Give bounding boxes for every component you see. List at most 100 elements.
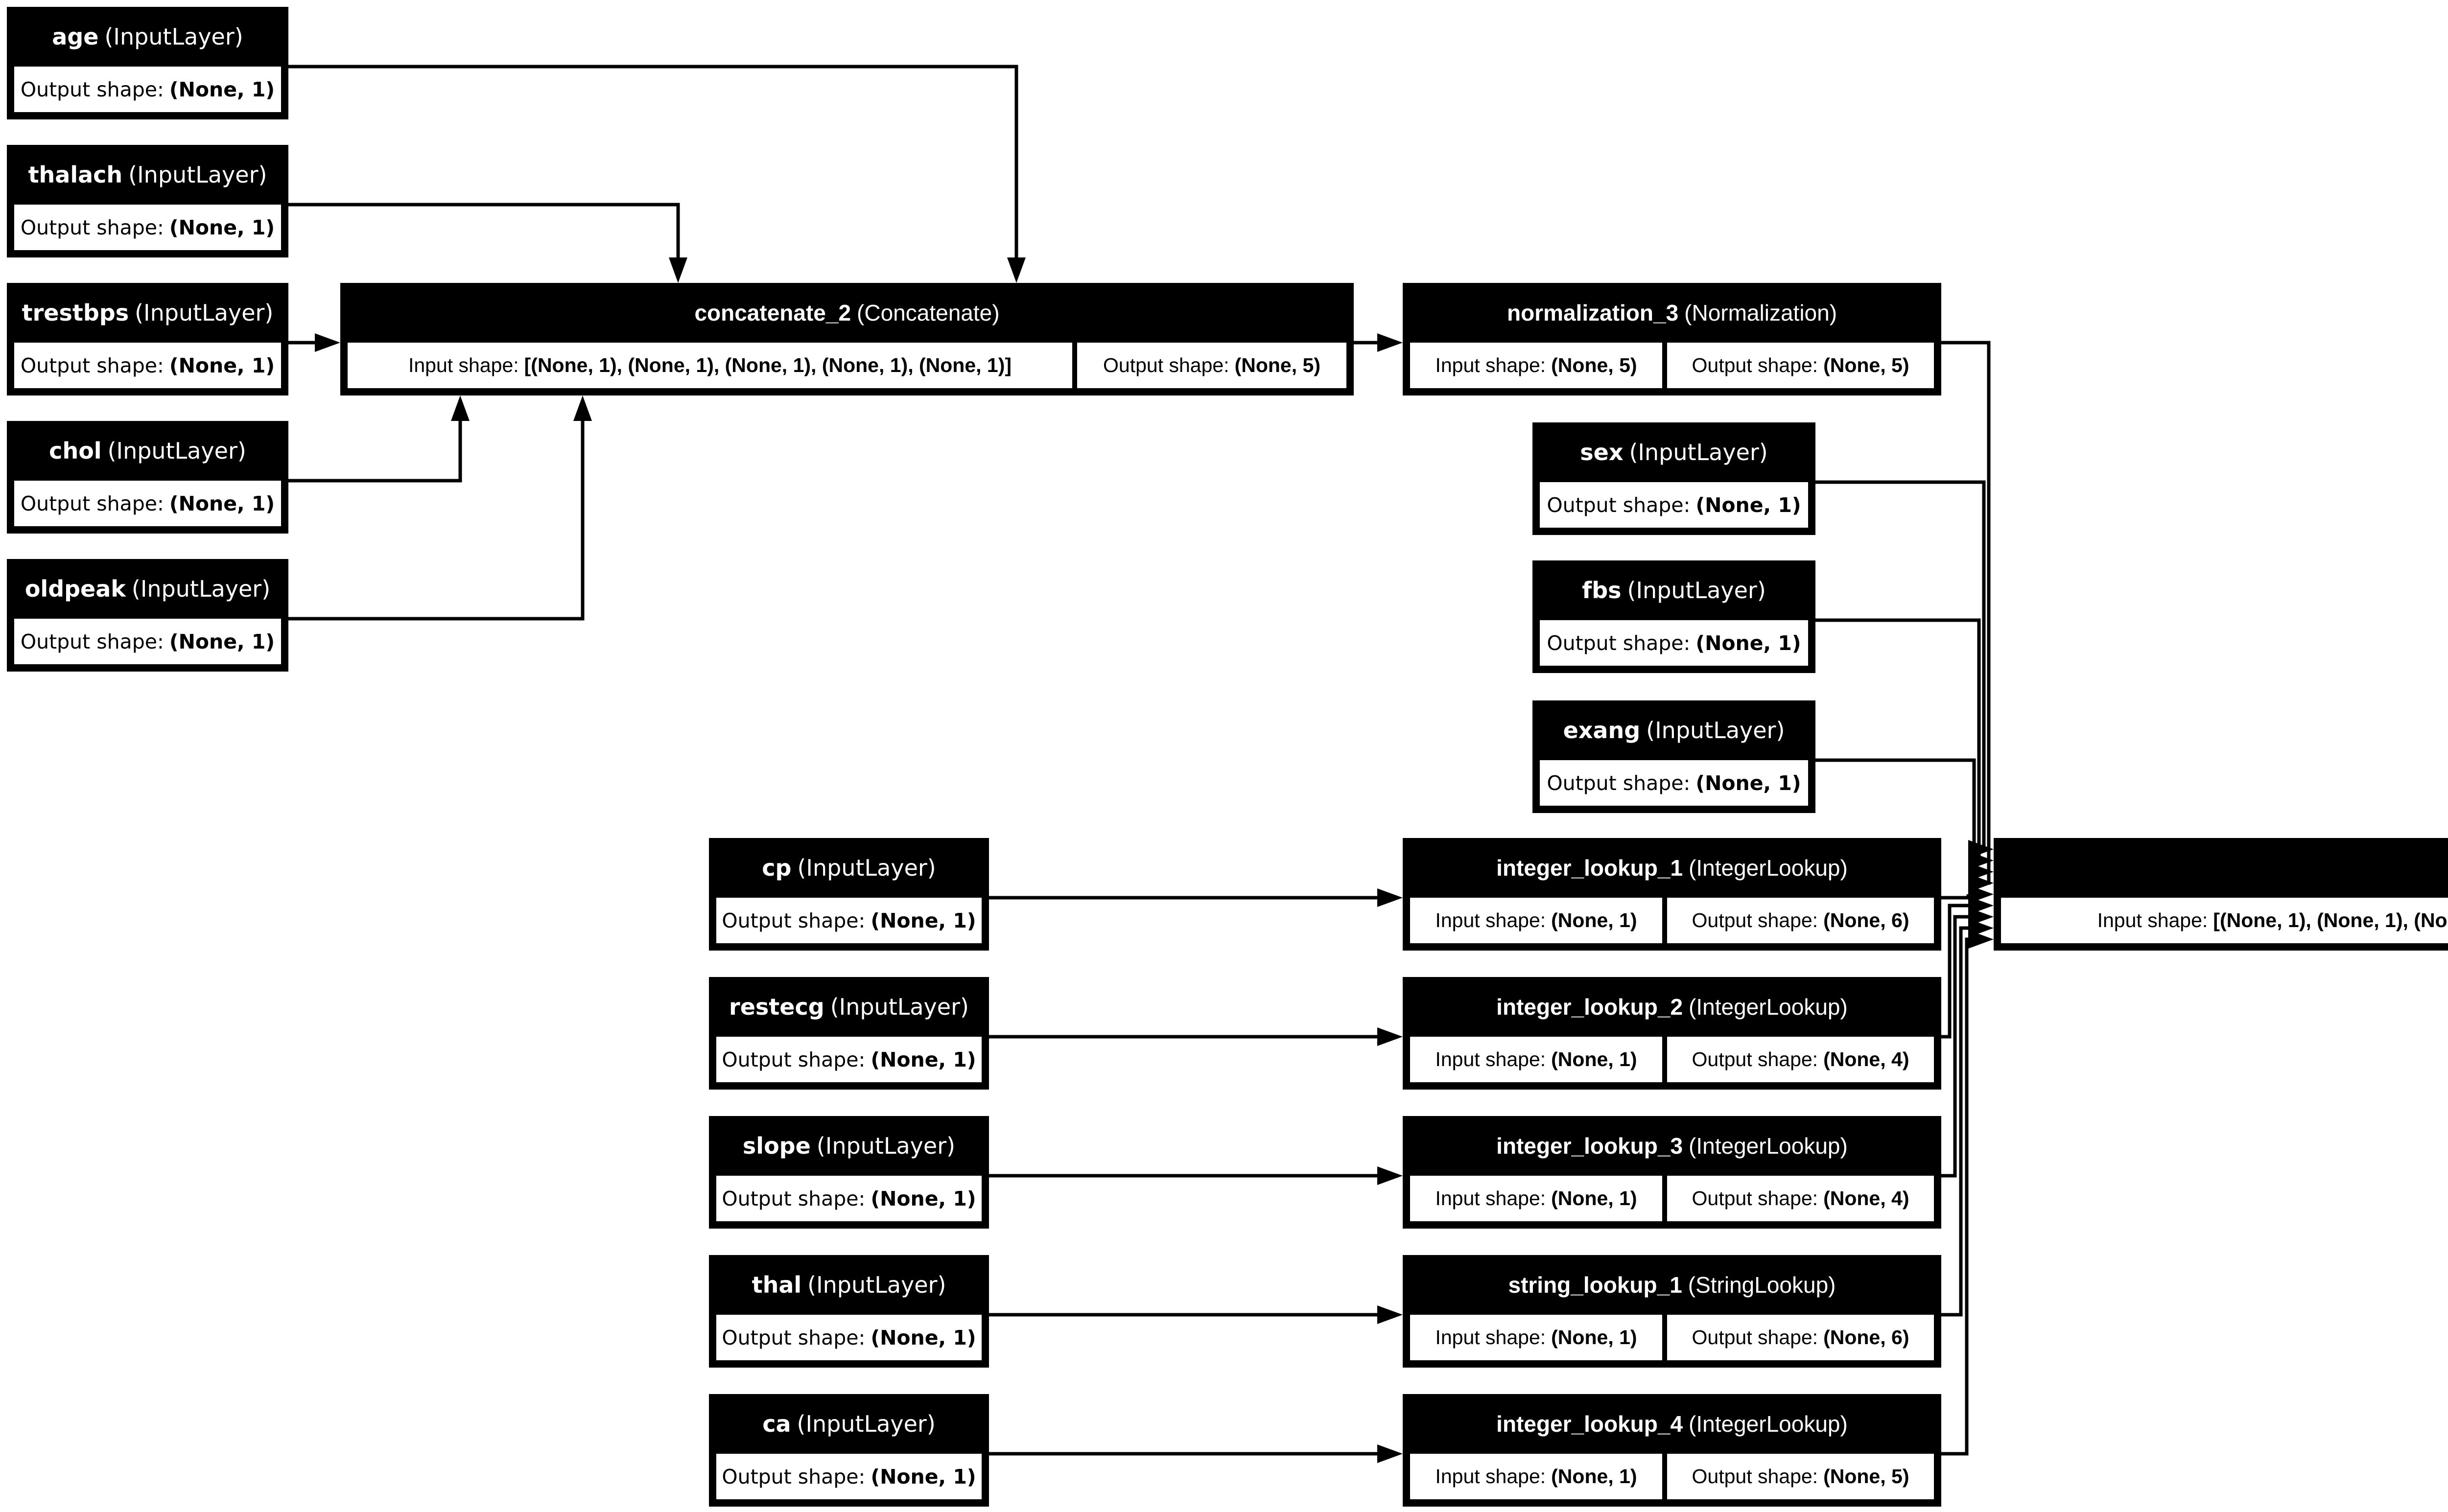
edge-sex-to-concatenate_3: [1815, 480, 1986, 851]
shape-label: Input shape:: [1435, 909, 1546, 931]
shape-label: Output shape:: [1547, 631, 1691, 655]
layer-name: restecg: [729, 994, 824, 1020]
shape-cell: Output shape:(None, 1): [716, 1454, 982, 1499]
edge-string_lookup_1-to-concatenate_3: [1941, 926, 1968, 1317]
shape-cell: Input shape:(None, 1): [1410, 1315, 1662, 1360]
layer-title: integer_lookup_4(IntegerLookup): [1403, 1394, 1941, 1454]
layer-type: (InputLayer): [1646, 717, 1785, 744]
edge-age-to-concatenate_2: [288, 65, 1018, 257]
shape-value: (None, 4): [1823, 1048, 1909, 1070]
layer-name: exang: [1563, 717, 1641, 744]
layer-title: normalization_3(Normalization): [1403, 283, 1941, 343]
shape-cell: Output shape:(None, 1): [1540, 760, 1808, 806]
layer-name: chol: [49, 438, 102, 464]
layer-node-concatenate_2: concatenate_2(Concatenate)Input shape:[(…: [340, 283, 1354, 395]
shape-cell: Output shape:(None, 5): [1077, 343, 1346, 388]
layer-title: concatenate_2(Concatenate): [340, 283, 1354, 343]
shape-cell: Output shape:(None, 5): [1667, 1454, 1934, 1499]
shape-cell: Input shape:(None, 1): [1410, 1176, 1662, 1221]
shape-label: Output shape:: [20, 77, 164, 101]
layer-node-oldpeak: oldpeak(InputLayer)Output shape:(None, 1…: [7, 559, 288, 672]
arrowhead-slope-to-integer_lookup_3: [1377, 1166, 1403, 1185]
layer-type: (InputLayer): [131, 576, 271, 602]
layer-type: (IntegerLookup): [1689, 994, 1848, 1020]
shape-label: Output shape:: [722, 1186, 866, 1210]
layer-type: (InputLayer): [135, 300, 274, 326]
shape-cell: Output shape:(None, 4): [1667, 1037, 1934, 1082]
shape-value: (None, 1): [169, 353, 275, 377]
layer-node-fbs: fbs(InputLayer)Output shape:(None, 1): [1532, 560, 1815, 673]
layer-name: integer_lookup_2: [1496, 994, 1683, 1020]
layer-title: exang(InputLayer): [1532, 700, 1815, 760]
shape-value: (None, 6): [1823, 909, 1909, 931]
layer-type: (StringLookup): [1688, 1272, 1836, 1298]
arrowhead-oldpeak-to-concatenate_2: [573, 395, 592, 421]
shape-cell: Input shape:[(None, 1), (None, 1), (None…: [348, 343, 1072, 388]
layer-type: (InputLayer): [1627, 577, 1766, 604]
shape-cell: Input shape:(None, 1): [1410, 898, 1662, 943]
layer-type: (Concatenate): [857, 300, 1000, 326]
shape-cell: Output shape:(None, 1): [716, 1176, 982, 1221]
layer-name: trestbps: [22, 300, 129, 326]
shape-label: Output shape:: [1547, 771, 1691, 795]
layer-title: slope(InputLayer): [709, 1116, 989, 1176]
layer-name: integer_lookup_1: [1496, 855, 1683, 881]
layer-type: (InputLayer): [816, 1133, 956, 1159]
shape-cell: Output shape:(None, 1): [14, 67, 281, 112]
shape-value: (None, 5): [1551, 354, 1637, 376]
layer-title: integer_lookup_3(IntegerLookup): [1403, 1116, 1941, 1176]
shape-label: Input shape:: [1435, 1465, 1546, 1488]
shape-value: (None, 1): [871, 1465, 976, 1489]
layer-node-concatenate_3: concatenate_3(Concatenate)Input shape:[(…: [1994, 838, 2448, 951]
layer-node-age: age(InputLayer)Output shape:(None, 1): [7, 7, 288, 119]
edge-integer_lookup_4-to-concatenate_3: [1941, 937, 1969, 1456]
layer-name: thal: [752, 1272, 802, 1298]
layer-node-thal: thal(InputLayer)Output shape:(None, 1): [709, 1255, 989, 1368]
layer-node-trestbps: trestbps(InputLayer) Output shape:(None, …: [7, 283, 288, 395]
layer-name: integer_lookup_3: [1496, 1133, 1683, 1159]
shape-value: (None, 1): [1551, 1187, 1637, 1210]
arrowhead-age-to-concatenate_2: [1007, 257, 1026, 283]
shape-label: Output shape:: [722, 1465, 866, 1489]
shape-label: Output shape:: [20, 353, 164, 377]
shape-label: Input shape:: [1435, 1048, 1546, 1070]
shape-value: (None, 1): [871, 1186, 976, 1210]
layer-name: fbs: [1582, 577, 1622, 604]
layer-name: integer_lookup_4: [1496, 1411, 1683, 1437]
layer-node-string_lookup_1: string_lookup_1(StringLookup) Input shape…: [1403, 1255, 1941, 1368]
arrowhead-restecg-to-integer_lookup_2: [1377, 1027, 1403, 1046]
shape-label: Output shape:: [1692, 1187, 1818, 1210]
layer-name: oldpeak: [24, 576, 126, 602]
shape-value: (None, 5): [1823, 1465, 1909, 1488]
layer-type: (IntegerLookup): [1689, 1133, 1848, 1159]
shape-value: (None, 6): [1823, 1326, 1909, 1349]
shape-value: (None, 1): [1695, 493, 1801, 517]
edge-chol-to-concatenate_2: [288, 421, 462, 483]
arrowhead-thalach-to-concatenate_2: [669, 257, 687, 283]
layer-name: string_lookup_1: [1508, 1272, 1682, 1298]
layer-type: (InputLayer): [830, 994, 969, 1020]
arrowhead-ca-to-integer_lookup_4: [1377, 1444, 1403, 1463]
layer-node-normalization_3: normalization_3(Normalization)Input shap…: [1403, 283, 1941, 395]
layer-type: (IntegerLookup): [1689, 1411, 1848, 1437]
layer-title: oldpeak(InputLayer): [7, 559, 288, 619]
edge-thalach-to-concatenate_2: [288, 203, 680, 257]
shape-cell: Input shape:(None, 1): [1410, 1037, 1662, 1082]
layer-title: integer_lookup_2(IntegerLookup): [1403, 977, 1941, 1037]
layer-node-exang: exang(InputLayer)Output shape:(None, 1): [1532, 700, 1815, 813]
layer-type: (InputLayer): [1629, 439, 1768, 465]
layer-title: fbs(InputLayer): [1532, 560, 1815, 620]
shape-value: (None, 1): [169, 491, 275, 515]
shape-label: Output shape:: [20, 629, 164, 653]
shape-label: Output shape:: [1692, 909, 1818, 931]
shape-value: (None, 1): [169, 215, 275, 239]
arrowhead-chol-to-concatenate_2: [451, 395, 470, 421]
layer-title: integer_lookup_1(IntegerLookup): [1403, 838, 1941, 898]
shape-label: Input shape:: [1435, 1187, 1546, 1210]
layer-title: concatenate_3(Concatenate): [1994, 838, 2448, 898]
shape-label: Output shape:: [1692, 354, 1818, 376]
layer-name: sex: [1580, 439, 1624, 465]
arrowhead-integer_lookup_4-to-concatenate_3: [1968, 930, 1994, 949]
edge-fbs-to-concatenate_3: [1815, 618, 1981, 862]
